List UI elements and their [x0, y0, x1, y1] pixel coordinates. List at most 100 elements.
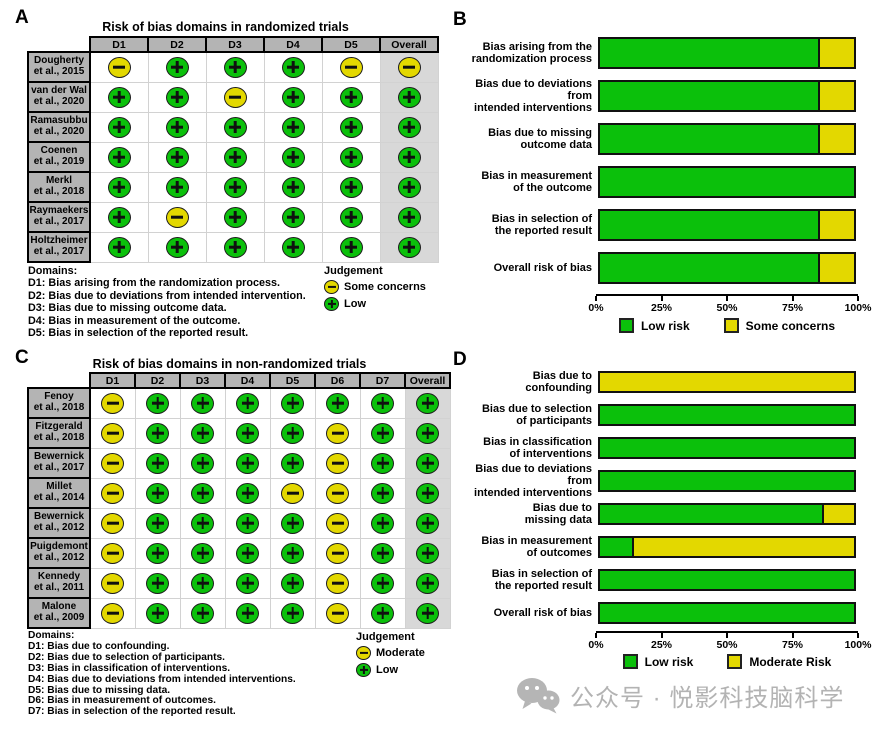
plus-bar	[156, 577, 159, 589]
plus-bar	[291, 121, 295, 133]
low-risk-icon	[281, 206, 305, 228]
judgement-cell	[224, 387, 271, 419]
low-risk-icon	[281, 86, 305, 108]
low-risk-icon	[191, 602, 214, 624]
concern-icon	[107, 56, 131, 78]
judgement-cell	[321, 81, 381, 113]
bar-track	[598, 80, 856, 112]
low-risk-icon	[326, 392, 349, 414]
judgement-cell	[205, 201, 265, 233]
low-risk-icon	[371, 572, 394, 594]
low-risk-icon	[165, 116, 189, 138]
study-name: Millet	[46, 481, 72, 493]
judgement-cell	[89, 51, 149, 83]
concern-icon	[326, 512, 349, 534]
bar-category-label-line: outcome data	[520, 139, 592, 151]
low-risk-icon	[191, 512, 214, 534]
plus-bar	[201, 487, 204, 499]
plus-bar	[407, 121, 411, 133]
plus-bar	[156, 397, 159, 410]
low-risk-icon	[339, 176, 363, 198]
plus-bar	[407, 241, 411, 253]
low-risk-icon	[146, 542, 169, 564]
low-risk-icon	[371, 542, 394, 564]
plus-bar	[291, 457, 294, 469]
judgement-cell	[359, 477, 406, 509]
domains-heading: Domains:	[28, 630, 75, 641]
study-etal: et al., 2015	[33, 66, 85, 77]
concern-icon	[281, 482, 304, 504]
x-axis-line	[596, 631, 858, 633]
plus-bar	[381, 487, 384, 499]
bar-track	[598, 209, 856, 241]
low-risk-icon	[236, 572, 259, 594]
low-risk-icon	[281, 542, 304, 564]
bar-track	[598, 602, 856, 624]
domains-heading: Domains:	[28, 265, 78, 277]
judgement-cell	[89, 567, 136, 599]
plus-bar	[246, 577, 249, 589]
legend-label: Low risk	[644, 654, 694, 669]
concern-icon	[101, 542, 125, 564]
low-risk-icon	[281, 116, 305, 138]
concern-icon	[356, 646, 371, 660]
bar-track	[598, 371, 856, 393]
plus-bar	[381, 547, 384, 559]
legend-swatch-low	[618, 318, 634, 333]
judgement-cell	[379, 141, 439, 173]
plus-bar	[291, 547, 294, 559]
plus-bar	[156, 547, 159, 559]
study-etal: et al., 2017	[33, 462, 85, 473]
judgement-cell	[147, 111, 207, 143]
low-risk-icon	[236, 512, 259, 534]
axis-tick	[726, 633, 728, 638]
low-risk-icon	[223, 176, 247, 198]
bar-segment-low	[600, 538, 632, 556]
judgement-cell	[89, 417, 136, 449]
judgement-cell	[359, 507, 406, 539]
minus-bar	[106, 461, 119, 465]
domain-note-line: D3: Bias in classification of interventi…	[28, 662, 231, 674]
bar-segment-concern	[817, 211, 854, 239]
plus-bar	[117, 241, 121, 253]
judgement-legend-item: Low	[324, 297, 426, 311]
bar-category-label-line: Bias in measurement	[481, 169, 592, 182]
domain-note-line: D2: Bias due to selection of participant…	[28, 651, 225, 663]
judgement-cell	[359, 597, 406, 629]
judgement-cell	[359, 417, 406, 449]
low-risk-icon	[281, 56, 305, 78]
judgement-cell	[134, 447, 181, 479]
judgement-cell	[379, 201, 439, 233]
plus-bar	[426, 427, 429, 439]
bar-category-label-line: Bias due to	[532, 369, 592, 382]
panel-a-domain-notes: Domains: D1: Bias arising from the rando…	[28, 265, 328, 339]
low-risk-icon	[146, 422, 169, 444]
plus-bar	[381, 577, 384, 589]
bar-category-label-line: Bias due to	[532, 501, 592, 514]
concern-icon	[326, 452, 349, 474]
minus-bar	[106, 611, 119, 615]
plus-bar	[233, 61, 237, 74]
domain-header-cell: D1	[89, 36, 149, 53]
panel-b-letter: B	[453, 9, 467, 30]
study-etal: et al., 2012	[33, 552, 85, 563]
minus-bar	[171, 215, 183, 219]
low-risk-icon	[146, 572, 169, 594]
corner-cell	[28, 37, 90, 52]
judgement-cell	[134, 567, 181, 599]
low-risk-icon	[371, 602, 394, 624]
judgement-cell	[224, 447, 271, 479]
